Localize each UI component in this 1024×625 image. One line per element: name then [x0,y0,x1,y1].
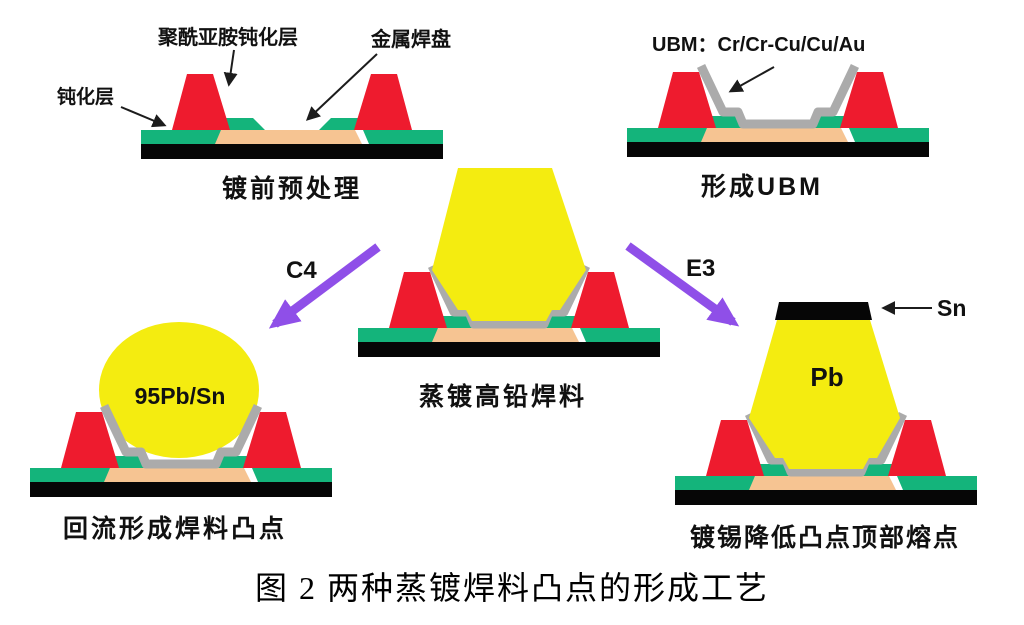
ubm-caption: 形成UBM [701,173,823,201]
chip-structure-solder [358,168,660,357]
pb-label: Pb [810,362,844,392]
solder-ball [99,322,259,458]
c4-label: C4 [286,257,317,284]
e3-label: E3 [686,255,716,282]
reflow-caption: 回流形成焊料凸点 [62,515,287,543]
c4-process-arrow [268,243,381,329]
solder-trapezoid [432,168,586,321]
chip-structure-pretreat [141,74,443,159]
e3-process-arrow [625,242,740,327]
polyimide-label: 聚酰亚胺钝化层 [158,27,298,49]
ubm-callout-arrow [728,66,775,93]
passivation-label: 钝化层 [57,87,115,108]
sn-label: Sn [937,295,967,321]
solder-caption: 蒸镀高铅焊料 [418,383,587,411]
chip-structure-tin [675,302,977,505]
pretreat-caption: 镀前预处理 [221,175,362,203]
metal-pad-label: 金属焊盘 [371,29,451,51]
ball-composition-label: 95Pb/Sn [134,383,226,409]
metal-pad-callout-arrow [305,53,378,121]
polyimide-callout-arrow [223,49,238,87]
chip-structure-ubm [627,70,929,157]
passivation-callout-arrow [120,106,167,128]
ubm-stack-label: UBM：Cr/Cr-Cu/Cu/Au [652,34,866,56]
tin-caption: 镀锡降低凸点顶部熔点 [689,524,960,552]
pb-trapezoid [749,320,900,469]
figure-caption: 图 2 两种蒸镀焊料凸点的形成工艺 [254,570,769,606]
sn-cap [775,302,872,320]
chip-structure-reflow [30,322,332,497]
